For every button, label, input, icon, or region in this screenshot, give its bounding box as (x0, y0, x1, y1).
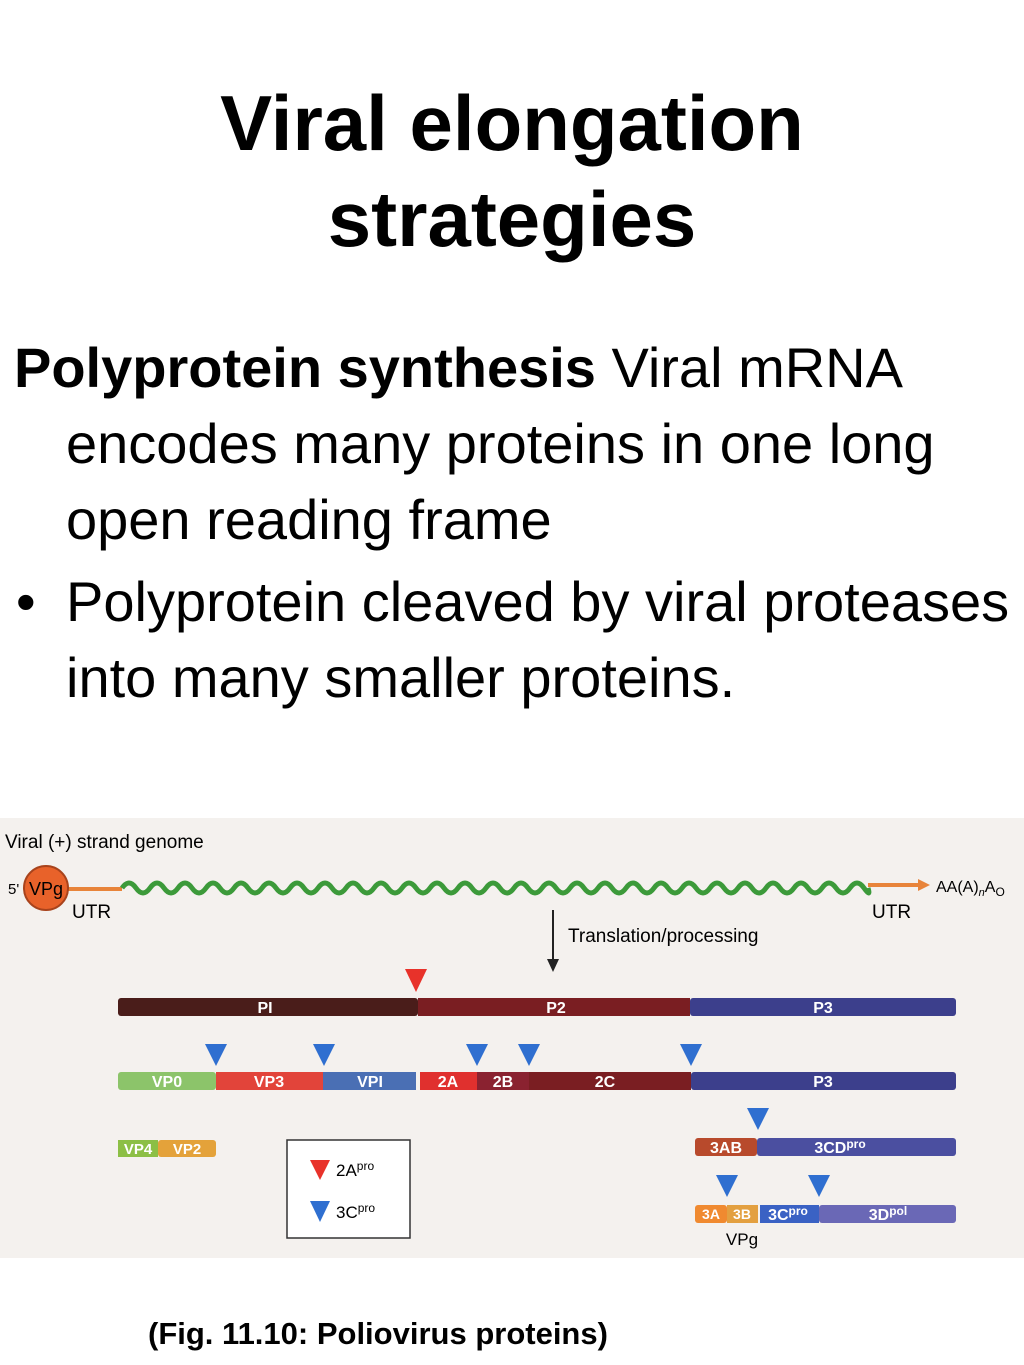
2a-cleavage-marker (405, 969, 427, 992)
utr-left-label: UTR (72, 902, 111, 923)
vp3-label: VP3 (254, 1074, 284, 1091)
bullet-item: • Polyprotein cleaved by viral proteases … (14, 564, 1014, 716)
3d-bar (819, 1205, 956, 1223)
2a-bar (420, 1072, 477, 1090)
legend-3c-marker (310, 1201, 330, 1222)
p3-processed-bar (691, 1072, 956, 1090)
p3-processed-label: P3 (813, 1074, 833, 1091)
intro-text: Viral mRNA encodes many proteins in one … (66, 336, 935, 551)
vp4-bar (118, 1140, 158, 1157)
3a-label: 3A (702, 1206, 720, 1222)
3c-cleavage-marker (747, 1108, 769, 1130)
polya-label: AA(A)nAO (936, 879, 1005, 899)
3c-superscript: pro (789, 1204, 808, 1218)
3c-cleavage-marker (680, 1044, 702, 1066)
diagram-svg: Viral (+) strand genome 5' VPg UTR UTR A… (5, 832, 1005, 1249)
3c-label: 3Cpro (768, 1204, 808, 1224)
utr-right-label: UTR (872, 902, 911, 923)
utr-arrow-head (918, 879, 930, 891)
title-line-1: Viral elongation (220, 79, 804, 167)
polya-subscript: n (979, 887, 985, 899)
p3-bar (690, 998, 956, 1016)
3c-cleavage-marker (808, 1175, 830, 1197)
legend-2a-marker (310, 1160, 330, 1180)
3d-main: 3D (869, 1207, 889, 1224)
p1-label: PI (257, 1000, 272, 1017)
vp1-bar (323, 1072, 416, 1090)
figure-caption: (Fig. 11.10: Poliovirus proteins) (148, 1316, 608, 1351)
polya-ring: O (995, 885, 1004, 899)
3c-bar (760, 1205, 819, 1223)
2c-bar (529, 1072, 691, 1090)
vpg-label: VPg (29, 879, 63, 899)
2b-bar (477, 1072, 529, 1090)
vp2-bar (158, 1140, 216, 1157)
genome-wave (119, 880, 872, 896)
3c-cleavage-marker (313, 1044, 335, 1066)
intro-paragraph: Polyprotein synthesis Viral mRNA encodes… (14, 330, 1014, 558)
vp4-label: VP4 (124, 1141, 153, 1158)
3ab-bar (695, 1138, 757, 1156)
3d-superscript: pol (889, 1204, 907, 1218)
legend-2a-main: 2A (336, 1161, 357, 1180)
poliovirus-diagram: Viral (+) strand genome 5' VPg UTR UTR A… (0, 818, 1024, 1258)
3c-cleavage-marker (466, 1044, 488, 1066)
slide-title: Viral elongation strategies (0, 75, 1024, 267)
genome-label: Viral (+) strand genome (5, 832, 204, 853)
vp1-label: VPI (357, 1074, 383, 1091)
legend-3c-superscript: pro (358, 1201, 376, 1215)
vpg-bottom-label: VPg (726, 1230, 758, 1249)
title-line-2: strategies (327, 175, 697, 263)
vp2-label: VP2 (173, 1141, 201, 1158)
vp3-bar (216, 1072, 323, 1090)
bullet-marker: • (16, 570, 36, 633)
legend-3c-label: 3Cpro (336, 1201, 375, 1222)
p1-bar (118, 998, 418, 1016)
polya-main: AA(A) (936, 879, 979, 896)
3d-label: 3Dpol (869, 1204, 907, 1224)
translation-arrow-head (547, 959, 559, 972)
3b-bar (727, 1205, 758, 1223)
3cd-bar (757, 1138, 956, 1156)
3c-cleavage-marker (518, 1044, 540, 1066)
polya-end: A (985, 879, 996, 896)
3ab-label: 3AB (710, 1140, 742, 1157)
five-prime-label: 5' (8, 881, 19, 898)
2b-label: 2B (493, 1074, 513, 1091)
2a-label: 2A (438, 1074, 459, 1091)
vpg-circle (23, 865, 69, 911)
2c-label: 2C (595, 1074, 616, 1091)
legend-2a-superscript: pro (357, 1159, 375, 1173)
3b-label: 3B (733, 1206, 751, 1222)
intro-bold-term: Polyprotein synthesis (14, 336, 596, 399)
3c-cleavage-marker (205, 1044, 227, 1066)
3cd-superscript: pro (846, 1137, 865, 1151)
vp0-label: VP0 (152, 1074, 182, 1091)
p3-label: P3 (813, 1000, 833, 1017)
3a-bar (695, 1205, 727, 1223)
legend-2a-label: 2Apro (336, 1159, 374, 1180)
p2-label: P2 (546, 1000, 566, 1017)
translation-label: Translation/processing (568, 926, 758, 947)
slide-body: Polyprotein synthesis Viral mRNA encodes… (14, 330, 1014, 716)
legend-3c-main: 3C (336, 1203, 358, 1222)
3cd-label: 3CDpro (814, 1137, 865, 1157)
3cd-main: 3CD (814, 1140, 846, 1157)
p2-bar (418, 998, 690, 1016)
vp0-bar (118, 1072, 216, 1090)
3c-main: 3C (768, 1207, 789, 1224)
bullet-text: Polyprotein cleaved by viral proteases i… (66, 570, 1010, 709)
legend-box (286, 1139, 411, 1239)
3c-cleavage-marker (716, 1175, 738, 1197)
